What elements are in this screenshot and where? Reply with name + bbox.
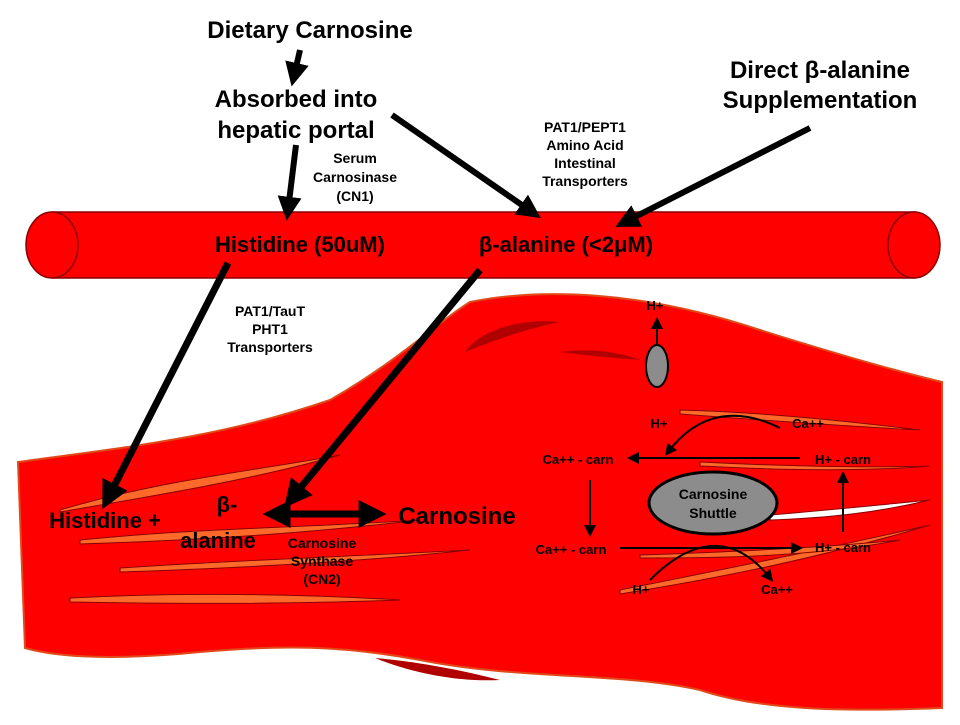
arrow-balanine-into-muscle — [283, 267, 483, 508]
label-synthase-line2: Synthase — [291, 553, 353, 569]
nucleus-shape — [465, 321, 560, 352]
label-ca-carn-upper-left: Ca++ - carn — [543, 452, 614, 467]
shuttle-arrows — [584, 317, 849, 582]
vessel-left-end — [25, 211, 79, 279]
fiber-streak — [699, 461, 931, 471]
label-h-carn-upper-right: H+ - carn — [815, 452, 871, 467]
label-shuttle-line1: Carnosine — [679, 486, 748, 502]
labels: Dietary Carnosine Absorbed into hepatic … — [49, 17, 917, 597]
proton-pump-icon — [645, 344, 669, 388]
label-serum-line3: (CN1) — [336, 188, 373, 204]
vessel-body — [52, 212, 916, 278]
label-carnosine: Carnosine — [398, 503, 515, 530]
nucleus-shape — [375, 658, 500, 681]
fiber-streak — [769, 499, 931, 521]
label-h-plus-out: H+ — [647, 298, 664, 313]
label-ca-lower: Ca++ — [761, 582, 793, 597]
pathway-arrows — [102, 49, 812, 528]
label-synthase-line1: Carnosine — [288, 535, 357, 551]
label-histidine-plus: Histidine + — [49, 508, 161, 533]
vessel-right-end — [887, 211, 941, 279]
label-beta-line2: alanine — [180, 528, 256, 553]
fiber-streak — [119, 549, 471, 573]
label-pat-pept-line4: Transporters — [542, 173, 628, 189]
label-pat-taut-line1: PAT1/TauT — [235, 303, 305, 319]
fiber-streak — [69, 593, 401, 604]
label-h-plus-upper: H+ — [651, 416, 668, 431]
label-synthase-line3: (CN2) — [303, 571, 340, 587]
fiber-streak — [59, 454, 341, 513]
nucleus-shape — [560, 350, 640, 360]
label-ca-upper: Ca++ — [792, 416, 824, 431]
label-balanine-blood: β-alanine (<2μM) — [479, 232, 653, 257]
label-beta-line1: β- — [217, 492, 238, 517]
arrow-h-to-ca-lower — [649, 544, 774, 582]
label-pat-taut-line3: Transporters — [227, 339, 313, 355]
label-ca-carn-lower-left: Ca++ - carn — [536, 542, 607, 557]
label-direct-line1: Direct β-alanine — [730, 57, 910, 84]
label-pat-taut-line2: PHT1 — [252, 321, 288, 337]
muscle-body — [16, 293, 943, 711]
arrow-dietary-to-absorbed — [285, 49, 309, 87]
carnosine-shuttle — [647, 470, 779, 536]
label-h-plus-lower: H+ — [633, 582, 650, 597]
arrow-histidine-into-muscle — [102, 261, 232, 510]
label-pat-pept-line3: Intestinal — [554, 155, 615, 171]
label-shuttle-line2: Shuttle — [689, 505, 737, 521]
label-absorbed-line1: Absorbed into — [215, 86, 378, 113]
label-pat-pept-line1: PAT1/PEPT1 — [544, 119, 626, 135]
label-dietary-carnosine: Dietary Carnosine — [207, 17, 412, 44]
label-serum-line2: Carnosinase — [313, 169, 397, 185]
arrow-ca-to-h-upper — [664, 414, 781, 456]
label-h-carn-lower-right: H+ - carn — [815, 540, 871, 555]
arrow-absorbed-to-histidine — [277, 144, 302, 221]
label-histidine-blood: Histidine (50uM) — [215, 232, 385, 257]
label-pat-pept-line2: Amino Acid — [546, 137, 623, 153]
label-absorbed-line2: hepatic portal — [217, 117, 374, 144]
arrow-direct-to-balanine — [615, 125, 812, 227]
muscle-cell — [16, 293, 943, 711]
fiber-streak — [619, 524, 931, 595]
label-serum-line1: Serum — [333, 150, 377, 166]
arrow-absorbed-to-balanine — [390, 112, 541, 219]
label-direct-line2: Supplementation — [723, 87, 918, 114]
fiber-streak — [639, 539, 901, 559]
blood-vessel — [25, 211, 941, 279]
